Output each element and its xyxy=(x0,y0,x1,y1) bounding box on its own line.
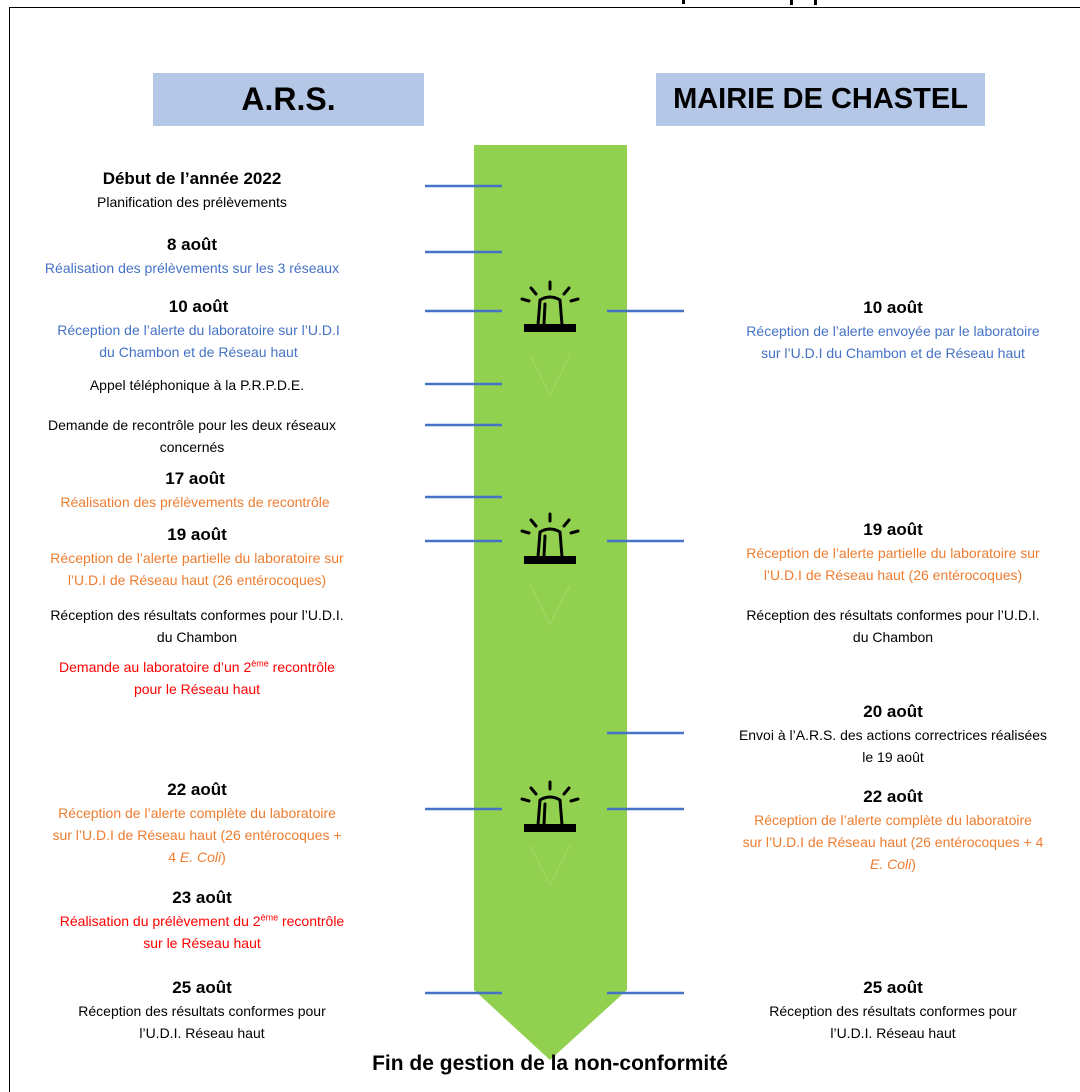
event-text: du Chambon et de Réseau haut xyxy=(99,344,298,360)
diagram-frame xyxy=(9,7,1080,1092)
clipped-top-text xyxy=(682,0,817,5)
event-date: 10 août xyxy=(168,297,229,316)
event-text: du Chambon xyxy=(156,629,238,645)
event-date: 8 août xyxy=(166,235,218,254)
event-text: Réception de l’alerte du laboratoire sur… xyxy=(57,322,340,338)
ars-event: 25 août Réception des résultats conforme… xyxy=(0,976,404,1044)
alarm-siren-icon xyxy=(520,512,580,564)
event-text: Réception des résultats conformes pour l… xyxy=(746,607,1040,623)
ars-event: Début de l’année 2022 Planification des … xyxy=(0,167,384,213)
event-text: le 19 août xyxy=(862,749,924,765)
event-text: concernés xyxy=(159,439,225,455)
event-date: 20 août xyxy=(863,702,923,721)
ars-event: 17 août Réalisation des prélèvements de … xyxy=(0,467,390,513)
alarm-siren-icon xyxy=(520,780,580,832)
mairie-header: MAIRIE DE CHASTEL xyxy=(656,73,985,126)
event-text: Réalisation des prélèvements de recontrô… xyxy=(60,494,330,510)
event-date: 25 août xyxy=(863,978,923,997)
mairie-event: Réception des résultats conformes pour l… xyxy=(706,604,1080,648)
event-text: Réception des résultats conformes pour xyxy=(769,1003,1017,1019)
event-text: sur l’U.D.I du Chambon et de Réseau haut xyxy=(761,345,1025,361)
event-text: du Chambon xyxy=(852,629,934,645)
event-text: Réception des résultats conformes pour xyxy=(78,1003,326,1019)
event-text: sur l’U.D.I de Réseau haut (26 entérocoq… xyxy=(52,827,342,843)
event-date: 19 août xyxy=(167,525,227,544)
ars-event: 22 août Réception de l’alerte complète d… xyxy=(0,778,394,868)
event-text: Envoi à l’A.R.S. des actions correctrice… xyxy=(738,727,1048,743)
event-date: 25 août xyxy=(172,978,232,997)
mairie-event: 20 août Envoi à l’A.R.S. des actions cor… xyxy=(706,700,1080,768)
event-text: pour le Réseau haut xyxy=(133,681,261,697)
ars-event: Réception des résultats conformes pour l… xyxy=(0,604,394,648)
event-text: Demande de recontrôle pour les deux rése… xyxy=(48,417,336,433)
ars-event: 8 août Réalisation des prélèvements sur … xyxy=(0,233,384,279)
footer-caption: Fin de gestion de la non-conformité xyxy=(372,1052,728,1075)
alarm-siren-icon xyxy=(520,280,580,332)
event-text: 4 E. Coli) xyxy=(168,849,226,865)
event-text: Réception des résultats conformes pour l… xyxy=(50,607,344,623)
event-text: Réception de l’alerte complète du labora… xyxy=(754,812,1032,828)
event-text: l’U.D.I. Réseau haut xyxy=(139,1025,265,1041)
ars-header: A.R.S. xyxy=(153,73,424,126)
event-date: 23 août xyxy=(172,888,232,907)
event-date: Début de l’année 2022 xyxy=(102,169,282,188)
ars-event: Demande de recontrôle pour les deux rése… xyxy=(0,414,384,458)
event-date: 22 août xyxy=(167,780,227,799)
event-text: Réception de l’alerte complète du labora… xyxy=(58,805,336,821)
event-text: l’U.D.I. Réseau haut xyxy=(830,1025,956,1041)
event-text: Demande au laboratoire d’un 2ème recontr… xyxy=(59,658,335,675)
event-text: sur l’U.D.I de Réseau haut (26 entérocoq… xyxy=(742,834,1044,850)
event-text: Réception de l’alerte partielle du labor… xyxy=(746,545,1040,561)
mairie-event: 10 août Réception de l’alerte envoyée pa… xyxy=(706,296,1080,364)
event-text: l’U.D.I de Réseau haut (26 entérocoques) xyxy=(763,567,1023,583)
mairie-event: 19 août Réception de l’alerte partielle … xyxy=(706,518,1080,586)
ars-event: 23 août Réalisation du prélèvement du 2è… xyxy=(0,886,404,954)
mairie-event: 22 août Réception de l’alerte complète d… xyxy=(706,785,1080,875)
ars-event: 10 août Réception de l’alerte du laborat… xyxy=(0,295,397,363)
connector-lines xyxy=(425,184,684,995)
event-date: 19 août xyxy=(863,520,923,539)
event-text: Réalisation des prélèvements sur les 3 r… xyxy=(44,260,340,276)
event-text: Réception de l’alerte partielle du labor… xyxy=(50,550,344,566)
event-text: Planification des prélèvements xyxy=(97,194,287,210)
ars-event: Demande au laboratoire d’un 2ème recontr… xyxy=(0,656,394,700)
event-text: E. Coli) xyxy=(870,856,916,872)
ars-event: Appel téléphonique à la P.R.P.D.E. xyxy=(0,374,394,396)
event-text: sur le Réseau haut xyxy=(143,935,261,951)
timeline-arrow xyxy=(474,145,627,1060)
event-text: l’U.D.I de Réseau haut (26 entérocoques) xyxy=(67,572,327,588)
event-text: Réalisation du prélèvement du 2ème recon… xyxy=(59,912,345,929)
event-date: 17 août xyxy=(165,469,225,488)
ars-event: 19 août Réception de l’alerte partielle … xyxy=(0,523,394,591)
event-date: 10 août xyxy=(863,298,923,317)
event-text: Réception de l’alerte envoyée par le lab… xyxy=(746,323,1040,339)
event-date: 22 août xyxy=(863,787,923,806)
event-text: Appel téléphonique à la P.R.P.D.E. xyxy=(89,377,305,393)
chevron-marks xyxy=(529,354,571,887)
mairie-event: 25 août Réception des résultats conforme… xyxy=(706,976,1080,1044)
